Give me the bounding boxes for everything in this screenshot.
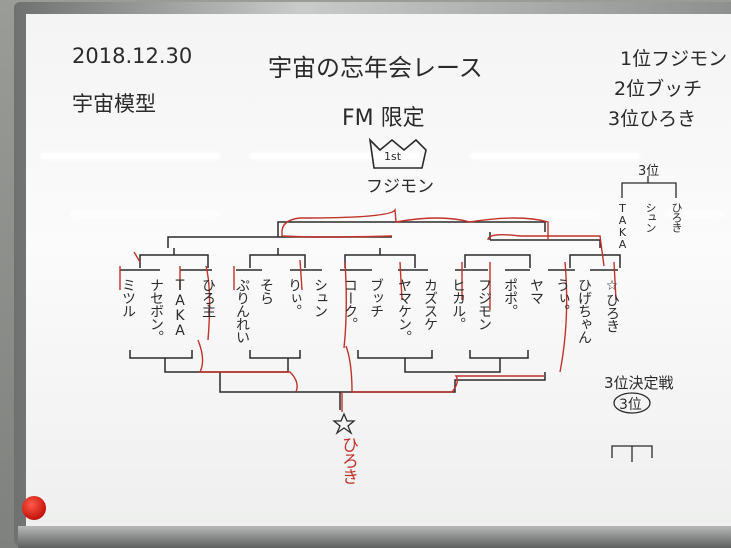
racer-name: ミツル — [120, 278, 136, 317]
racer-name: そら — [258, 278, 274, 304]
event-title: 宇宙の忘年会レース — [268, 54, 483, 82]
result-2nd: 2位ブッチ — [614, 78, 703, 100]
crown-icon — [368, 137, 427, 169]
racer-name: TAKA — [172, 278, 188, 338]
light-reflection — [250, 153, 420, 159]
third-place-header: 3位 — [638, 164, 660, 179]
racer-name: うぃ。 — [554, 278, 570, 317]
racer-name: フジモン — [476, 278, 492, 330]
third-place-title: 3位決定戦 — [604, 374, 674, 392]
star-icon — [332, 412, 356, 435]
event-date: 2018.12.30 — [72, 44, 193, 68]
light-reflection — [40, 153, 220, 159]
third-place-racer: ひろき — [670, 202, 683, 232]
third-place-racer: シュン — [644, 202, 657, 232]
result-3rd: 3位ひろき — [608, 108, 697, 130]
racer-name: りぃ。 — [286, 278, 302, 317]
champion-name: フジモン — [366, 177, 434, 197]
racer-name: ポポ。 — [502, 278, 518, 317]
third-place-bracket — [611, 176, 677, 462]
bottom-winner-name: ひろき — [338, 436, 358, 484]
racer-name: ひげちゃん — [576, 278, 592, 343]
racer-name: ヤマケン。 — [396, 278, 412, 343]
result-1st: 1位フジモン — [620, 48, 728, 70]
winner-path-lines — [119, 207, 617, 412]
light-reflection — [665, 211, 725, 217]
third-place-circled: 3位 — [619, 397, 642, 413]
marker-tray — [18, 526, 731, 548]
red-magnet — [22, 496, 46, 520]
racer-name: コーク。 — [342, 278, 358, 330]
shop-name: 宇宙模型 — [72, 92, 156, 116]
racer-name: ブッチ — [368, 278, 384, 317]
racer-name: ヒカル。 — [450, 278, 466, 330]
third-place-racer: TAKA — [616, 202, 629, 250]
racer-name: ☆ひろき — [604, 278, 620, 332]
race-class: FM 限定 — [342, 106, 425, 131]
racer-name: ひろ主 — [200, 278, 216, 317]
racer-name: ヤマ — [528, 278, 544, 304]
racer-name: ナセボン。 — [148, 278, 164, 343]
light-reflection — [470, 153, 640, 159]
light-reflection — [430, 211, 600, 217]
racer-name: シュン — [312, 278, 328, 317]
racer-name: カズスケ — [422, 278, 438, 330]
racer-name: ぷりんれい — [234, 278, 250, 343]
champion-badge: 1st — [384, 150, 402, 163]
light-reflection — [70, 211, 220, 217]
